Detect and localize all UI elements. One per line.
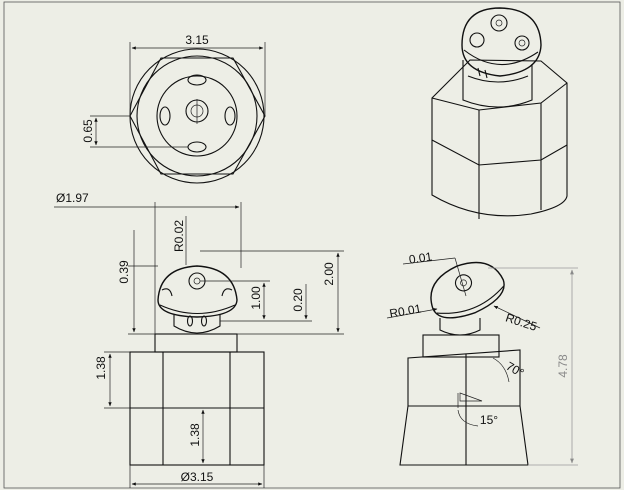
front-cap <box>157 265 238 318</box>
iso-cap-spot <box>514 35 530 51</box>
side-fillet-large-leader <box>493 305 541 329</box>
side-fillet-small-leader <box>386 308 438 319</box>
top-width-dim-label: 3.15 <box>185 33 209 47</box>
front-stem-eye <box>200 315 208 327</box>
side-cap <box>430 261 505 319</box>
side-fillet-small-label: R0.01 <box>388 301 422 320</box>
iso-base-body <box>431 59 568 217</box>
front-base-diameter-dim-label: Ø3.15 <box>181 470 214 484</box>
front-mouth-dim-label: 0.20 <box>291 288 305 312</box>
iso-cap-spot-inner <box>495 19 503 27</box>
sheet-border <box>3 1 621 489</box>
iso-cap-spot-inner <box>518 39 526 47</box>
front-base-height-dim-label-center: 1.38 <box>188 423 202 447</box>
front-stem <box>173 315 221 334</box>
iso-cap-rim <box>463 49 539 66</box>
side-offset-leader <box>454 257 467 297</box>
side-angle-draft-label: 15° <box>480 413 498 427</box>
iso-cap <box>461 7 542 77</box>
top-view-inner-ring <box>136 55 258 177</box>
side-angle-draft-arc <box>457 409 479 427</box>
top-offset-dim-label: 0.65 <box>81 119 95 143</box>
front-pedestal <box>154 333 238 353</box>
isometric-view <box>431 7 568 219</box>
iso-cap-spot <box>469 32 485 48</box>
front-fillet-label: R0.02 <box>172 220 186 252</box>
front-total-height-dim-label: 2.00 <box>322 262 336 286</box>
front-cap-spot-side <box>221 288 233 297</box>
front-cap-rim <box>159 304 236 314</box>
front-view: Ø1.97 R0.02 0.39 2.00 1.00 0.20 1.38 1.3… <box>54 191 344 488</box>
top-view-hole-bottom <box>187 141 207 153</box>
side-stem <box>439 318 481 336</box>
front-stem-eye <box>186 315 194 327</box>
front-cap-spot-inner <box>193 277 201 285</box>
side-angle-top-arc <box>492 357 510 383</box>
top-view-cap-circle <box>156 75 238 157</box>
front-diameter-dim-label: Ø1.97 <box>56 191 89 205</box>
iso-neck-ring <box>467 75 529 83</box>
front-cap-spot-side <box>161 288 173 297</box>
top-view-hole-top <box>187 74 207 86</box>
iso-neck <box>462 60 533 108</box>
iso-base-top-edge <box>431 82 568 111</box>
top-view-hole-left <box>159 106 171 126</box>
top-view: 3.15 0.65 <box>81 33 266 184</box>
side-draft-marker <box>459 392 483 402</box>
side-cap-rim <box>436 285 505 314</box>
front-eye-height-dim-label: 1.00 <box>249 286 263 310</box>
iso-cap-spot <box>490 14 508 32</box>
front-cap-height-dim-label: 0.39 <box>117 260 131 284</box>
top-view-hole-right <box>224 106 236 126</box>
side-offset-leader <box>402 257 456 265</box>
side-view: 0.01 R0.01 R0.25 4.78 70° 15° <box>386 249 578 466</box>
side-offset-dim-label: 0.01 <box>408 249 433 266</box>
side-angle-top-label: 70° <box>504 359 527 380</box>
side-cap-spot <box>454 274 473 292</box>
iso-base-mid-line <box>431 139 568 166</box>
side-cap-spot-inner <box>460 279 467 287</box>
front-base-height-dim-label-left: 1.38 <box>94 356 108 380</box>
side-fillet-large-label: R0.25 <box>504 311 539 334</box>
iso-eyes <box>477 67 488 79</box>
side-overall-height-dim-label: 4.78 <box>556 354 570 378</box>
